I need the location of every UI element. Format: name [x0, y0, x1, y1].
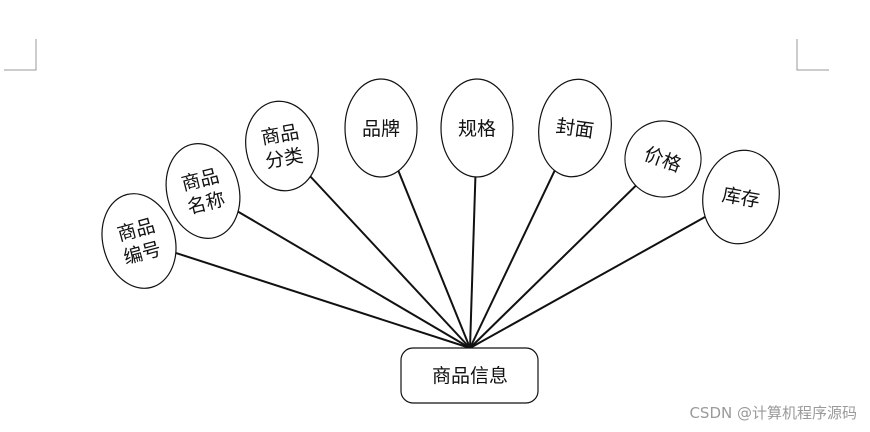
entity-rect	[400, 347, 539, 404]
connector-line	[309, 175, 471, 349]
attribute-node: 规格	[440, 78, 514, 178]
attribute-ellipse	[101, 193, 177, 289]
attribute-node: 品牌	[344, 78, 418, 178]
attribute-ellipse	[624, 120, 702, 198]
connector-line	[237, 210, 471, 349]
attribute-label: 规格	[458, 118, 496, 140]
attribute-node: 库存	[702, 149, 780, 245]
attribute-ellipse	[245, 100, 319, 192]
attribute-node: 封面	[538, 78, 612, 178]
entity-label: 商品信息	[432, 365, 508, 387]
attribute-ellipse	[440, 78, 514, 178]
entity-box: 商品信息	[400, 347, 539, 404]
margin-marks	[4, 39, 829, 71]
margin-mark-right	[796, 39, 829, 71]
attribute-label: 封面	[555, 115, 596, 142]
attribute-ellipse	[702, 149, 780, 245]
attribute-node: 价格	[624, 120, 702, 198]
watermark-text: CSDN @计算机程序源码	[689, 404, 857, 422]
attribute-ellipse	[344, 78, 418, 178]
connector-line	[469, 184, 637, 349]
connector-lines	[175, 170, 706, 349]
connector-line	[469, 176, 477, 349]
margin-mark-left	[4, 39, 37, 71]
connector-line	[397, 170, 471, 349]
attribute-ellipse	[165, 143, 241, 239]
connector-line	[469, 216, 706, 349]
attribute-ellipse	[538, 78, 612, 178]
connector-line	[175, 251, 471, 349]
connector-line	[469, 170, 556, 349]
attribute-label: 品牌	[362, 118, 400, 140]
